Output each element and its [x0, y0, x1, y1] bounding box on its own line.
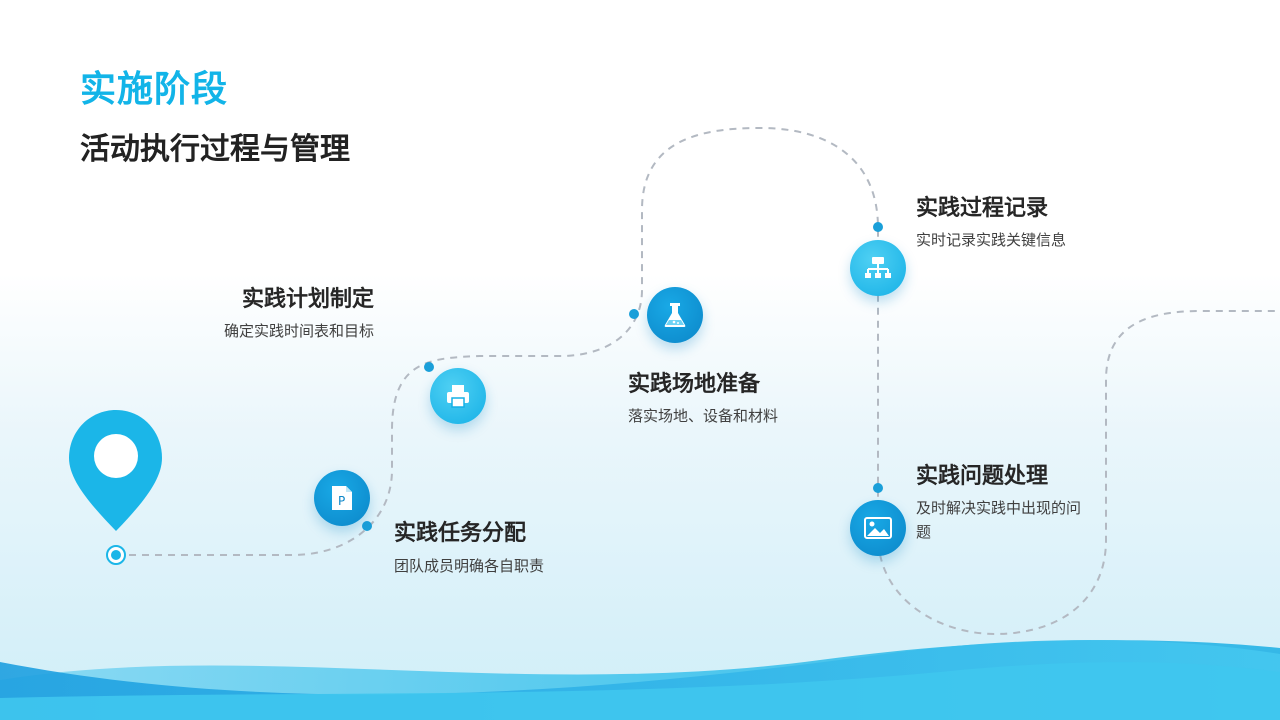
step-badge: [850, 500, 906, 556]
step-description: 确定实践时间表和目标: [223, 322, 374, 340]
step-description: 实时记录实践关键信息: [916, 231, 1067, 249]
page-title: 实施阶段: [80, 69, 229, 110]
step-badge: [850, 240, 906, 296]
step-description: 落实场地、设备和材料: [628, 407, 779, 425]
sitemap-icon: [865, 257, 891, 278]
step-title: 实践场地准备: [628, 372, 761, 397]
route-dot: [424, 362, 434, 372]
step-description: 团队成员明确各自职责: [394, 557, 545, 575]
wave-highlight: [0, 662, 1280, 720]
route-dot: [629, 309, 639, 319]
page-subtitle: 活动执行过程与管理: [80, 132, 350, 167]
route-dot: [362, 521, 372, 531]
step-title: 实践计划制定: [241, 287, 374, 312]
printer-icon: [447, 385, 469, 408]
image-icon: [864, 517, 892, 539]
svg-text:P: P: [338, 494, 345, 508]
flask-icon: [664, 303, 686, 327]
start-marker-icon: [106, 545, 126, 565]
route-dot: [873, 483, 883, 493]
document-icon: P: [332, 486, 352, 510]
location-pin-icon: [69, 410, 162, 531]
step-title: 实践任务分配: [394, 521, 527, 546]
step-badge: [430, 368, 486, 424]
step-title: 实践问题处理: [916, 464, 1049, 489]
route-dot: [873, 222, 883, 232]
dashed-route: [116, 126, 1280, 636]
step-description: 及时解决实践中出现的问题: [916, 499, 1082, 541]
step-title: 实践过程记录: [916, 196, 1049, 221]
step-badge: [647, 287, 703, 343]
step-badge: P: [314, 470, 370, 526]
